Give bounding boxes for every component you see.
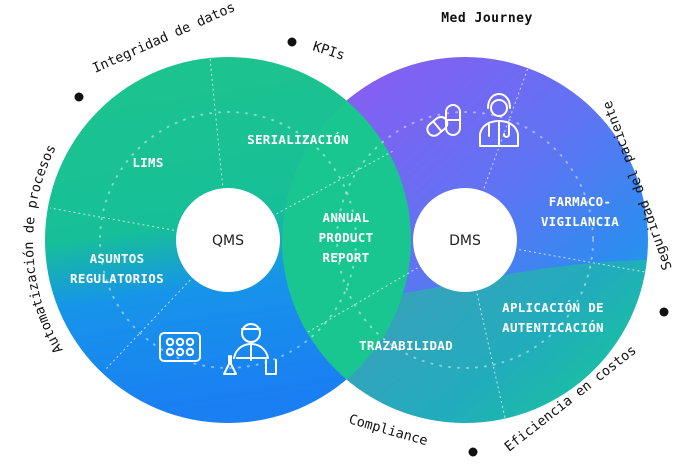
serializacion-label: SERIALIZACIÓN [247,132,349,147]
dms-dotted-ring [336,111,594,369]
annual-label: ANNUAL [323,210,370,225]
bullet-dot [468,447,478,457]
lims-label: LIMS [132,155,163,170]
asuntos-label-line1: ASUNTOS [90,251,145,266]
overlap-region [282,57,411,423]
aplicacion-label-line2: AUTENTICACIÓN [502,320,604,335]
bullet-dot [287,37,297,47]
kpis-text: KPIs [311,39,347,64]
capsule-pill-icon [426,104,461,137]
pill-blister-icon [159,332,201,362]
qms-dotted-ring [99,111,357,369]
asuntos-label-line2: REGULATORIOS [70,271,164,286]
scientist-lab-icon [223,323,277,375]
dms-hub [413,188,517,292]
doctor-icon [479,93,519,147]
dms-label: DMS [449,233,481,249]
aplicacion-label-line1: APLICACIÓN DE [502,300,604,315]
qms-hub [176,188,280,292]
bullet-dot [74,92,84,102]
compliance-text: Compliance [347,411,430,449]
brand-title: Med Journey [441,11,533,26]
qms-label: QMS [212,233,244,249]
farmaco-label-line2: VIGILANCIA [541,214,619,229]
product-label: PRODUCT [319,230,374,245]
farmaco-label-line1: FARMACO- [549,194,612,209]
trazabilidad-label: TRAZABILIDAD [359,338,453,353]
report-label: REPORT [323,250,370,265]
bullet-dot [659,307,669,317]
